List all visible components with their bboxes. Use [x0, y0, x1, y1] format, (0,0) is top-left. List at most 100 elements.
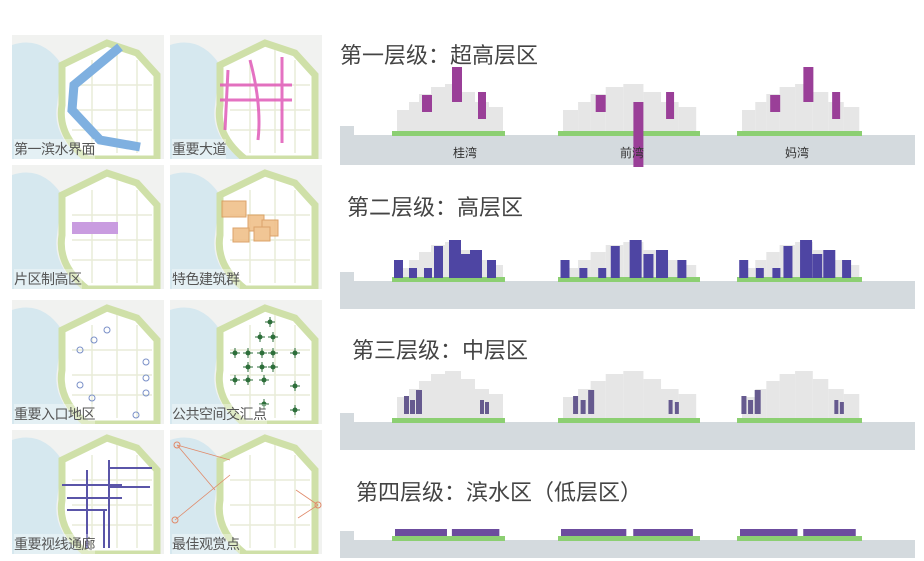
map-base [12, 434, 161, 554]
background-building [623, 371, 644, 419]
high-rise-building [598, 268, 607, 278]
super-tall-tower [832, 92, 841, 119]
map-sightlines: 重要视线通廊 [12, 430, 164, 554]
map-entrances: 重要入口地区 [12, 300, 164, 424]
map-base [170, 434, 322, 554]
tier-1-title: 第一层级：超高层区 [340, 44, 539, 69]
high-rise-building [643, 254, 654, 278]
map-base [170, 169, 319, 289]
background-building [678, 394, 697, 419]
mid-rise-building [404, 396, 409, 414]
background-building [431, 87, 445, 132]
green-strip [392, 277, 505, 282]
background-building [843, 107, 860, 132]
background-building [563, 110, 579, 132]
map-caption: 重要入口地区 [14, 404, 96, 424]
mid-rise-building [580, 400, 586, 414]
high-rise-building [449, 240, 461, 278]
high-rise-building [394, 260, 403, 278]
background-building [590, 381, 606, 419]
super-tall-tower [595, 95, 606, 112]
map-base [12, 304, 161, 424]
map-caption: 第一滨水界面 [14, 139, 96, 159]
district-label-qianwan: 前湾 [620, 146, 645, 160]
map-caption: 最佳观赏点 [172, 534, 240, 554]
map-base [170, 304, 319, 424]
tier-2-title: 第二层级：高层区 [347, 196, 524, 221]
high-rise-building [823, 250, 836, 278]
green-strip [392, 536, 505, 541]
background-building [605, 374, 624, 419]
low-rise-block [803, 529, 856, 536]
map-nodes: 公共空间交汇点 [170, 300, 322, 424]
high-rise-building [460, 254, 470, 278]
high-rise-building [800, 240, 813, 278]
map-base [170, 39, 319, 159]
super-tall-tower [452, 67, 462, 102]
background-building [461, 379, 475, 419]
ground-band [340, 281, 915, 309]
background-building [812, 379, 829, 419]
background-building [461, 92, 475, 132]
green-strip [737, 418, 862, 423]
ground-band [340, 540, 915, 558]
map-highpoint: 片区制高区 [12, 165, 164, 289]
background-building [489, 107, 503, 132]
high-rise-building [470, 250, 482, 278]
background-building [643, 92, 662, 132]
green-strip [558, 277, 700, 282]
high-rise-building [560, 260, 570, 278]
mid-rise-building [410, 400, 415, 414]
green-strip [737, 277, 862, 282]
tier-3-title: 第三层级：中层区 [352, 339, 529, 364]
background-building [563, 268, 579, 278]
high-rise-building [629, 240, 642, 278]
mid-rise-building [834, 400, 839, 414]
high-rise-building [842, 260, 852, 278]
mid-rise-building [754, 390, 761, 414]
mid-rise-building [668, 400, 673, 414]
green-strip [558, 131, 700, 136]
super-tall-tower [803, 67, 814, 102]
background-building [643, 379, 662, 419]
map-base [12, 39, 161, 159]
background-building [779, 374, 796, 419]
map-viewpoints: 最佳观赏点 [170, 430, 322, 554]
green-strip [392, 418, 505, 423]
background-building [605, 87, 624, 132]
high-rise-building [579, 268, 588, 278]
high-rise-building [739, 260, 749, 278]
mid-rise-building [741, 396, 747, 414]
high-rise-building [487, 260, 496, 278]
mid-rise-building [573, 396, 579, 414]
ground-step [340, 413, 354, 423]
mid-rise-building [748, 400, 754, 414]
map-caption: 特色建筑群 [172, 269, 240, 289]
green-strip [737, 131, 862, 136]
super-tall-tower [478, 92, 486, 119]
low-rise-block [395, 529, 447, 536]
green-strip [558, 418, 700, 423]
mid-rise-building [485, 402, 489, 414]
background-building [445, 371, 461, 419]
high-rise-building [812, 254, 823, 278]
high-rise-building [424, 268, 432, 278]
background-building [755, 389, 767, 419]
mid-rise-building [839, 402, 844, 414]
ground-step [340, 531, 354, 541]
map-avenues: 重要大道 [170, 35, 322, 159]
super-tall-tower [666, 92, 675, 119]
high-rise-building [656, 250, 669, 278]
background-building [742, 110, 756, 132]
map-waterfront: 第一滨水界面 [12, 35, 164, 159]
green-strip [558, 536, 700, 541]
background-building [795, 371, 813, 419]
low-rise-block [740, 529, 798, 536]
high-rise-building [755, 268, 764, 278]
high-rise-building [434, 246, 443, 278]
background-building [431, 374, 445, 419]
map-caption: 片区制高区 [14, 269, 82, 289]
map-caption: 重要大道 [172, 139, 227, 159]
mid-rise-building [674, 402, 679, 414]
